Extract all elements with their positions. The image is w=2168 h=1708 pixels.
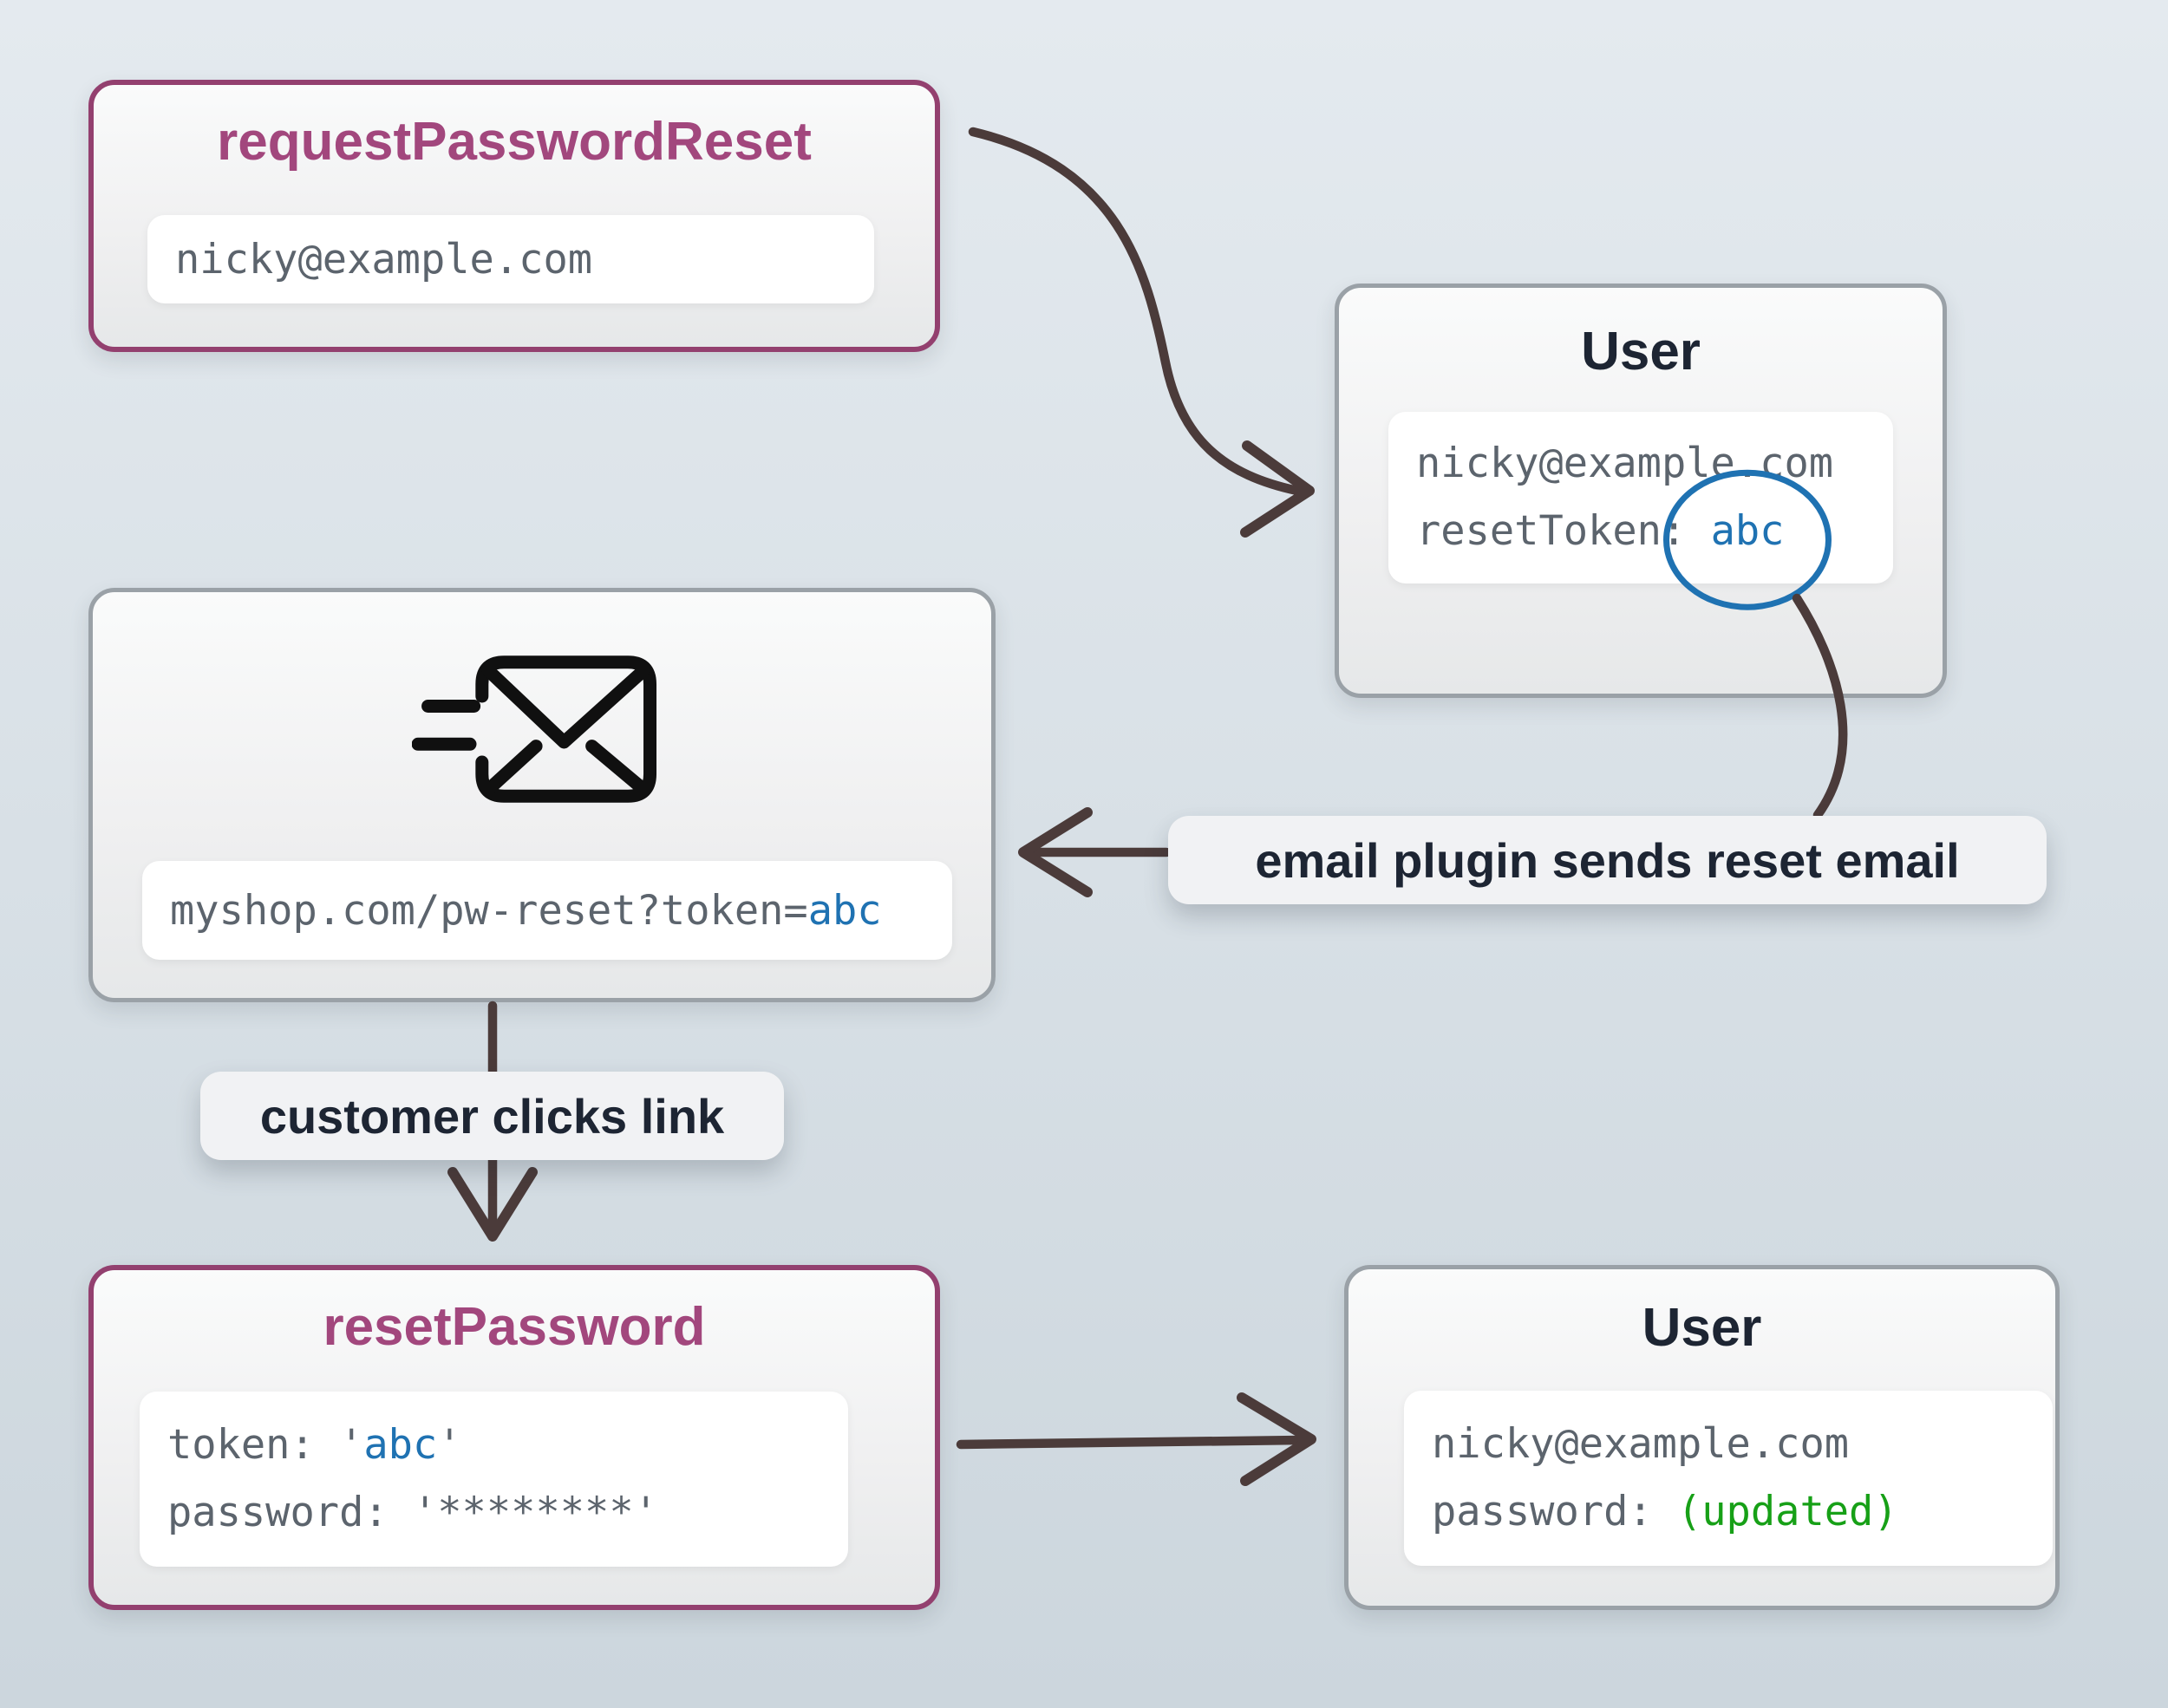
user-bottom-title: User xyxy=(1642,1298,1762,1358)
arrow-reset-to-user xyxy=(956,1435,1306,1450)
reset-url-prefix: myshop.com/pw-reset?token= xyxy=(170,886,808,935)
user-top-email-value: nicky@example.com xyxy=(1416,440,1834,487)
password-arg-line: password: '********' xyxy=(167,1479,848,1547)
email-plugin-annotation: email plugin sends reset email xyxy=(1168,816,2047,904)
token-open-quote: ' xyxy=(339,1421,364,1469)
reset-link-field: myshop.com/pw-reset?token=abc xyxy=(142,861,952,960)
token-arg-line: token: 'abc' xyxy=(167,1411,848,1479)
reset-link-url: myshop.com/pw-reset?token=abc xyxy=(170,887,952,935)
user-bottom-email-value: nicky@example.com xyxy=(1432,1420,1850,1468)
reset-email-box: myshop.com/pw-reset?token=abc xyxy=(88,588,996,1002)
reset-password-title: resetPassword xyxy=(323,1297,706,1357)
envelope-crease-right xyxy=(585,740,649,795)
envelope-crease-left xyxy=(483,740,543,795)
user-bottom-password-line: password: (updated) xyxy=(1432,1478,2053,1546)
password-arg-label: password: xyxy=(167,1489,413,1536)
envelope-flap xyxy=(481,663,651,749)
token-highlight-circle xyxy=(1663,469,1832,610)
customer-clicks-annotation: customer clicks link xyxy=(200,1072,784,1160)
reset-token-label: resetToken: xyxy=(1416,507,1711,555)
user-record-bottom-box: User nicky@example.com password: (update… xyxy=(1344,1265,2060,1610)
arrow-request-to-user xyxy=(968,127,1303,496)
token-close-quote: ' xyxy=(437,1421,462,1469)
request-email-field: nicky@example.com xyxy=(147,215,874,303)
arrow-email-to-reset-head xyxy=(447,1167,538,1242)
request-password-reset-title: requestPasswordReset xyxy=(217,112,812,172)
send-email-icon xyxy=(412,655,657,803)
token-arg-label: token: xyxy=(167,1421,340,1469)
user-top-title: User xyxy=(1581,322,1701,381)
user-password-value: (updated) xyxy=(1676,1488,1898,1535)
token-highlight: abc xyxy=(1663,469,1832,610)
arrow-request-to-user-head xyxy=(1240,440,1315,538)
token-arg-value: abc xyxy=(363,1421,438,1469)
user-top-record-field: nicky@example.com resetToken: abc xyxy=(1388,412,1893,610)
arrow-annotation-to-email-head xyxy=(1018,807,1093,897)
reset-url-token: abc xyxy=(807,886,882,935)
reset-password-box: resetPassword token: 'abc' password: '**… xyxy=(88,1265,940,1610)
password-arg-value: '********' xyxy=(412,1489,658,1536)
request-email-value: nicky@example.com xyxy=(175,235,593,284)
arrow-reset-to-user-head xyxy=(1237,1392,1316,1486)
request-password-reset-box: requestPasswordReset nicky@example.com xyxy=(88,80,940,352)
user-bottom-record-field: nicky@example.com password: (updated) xyxy=(1404,1391,2053,1566)
user-record-top-box: User nicky@example.com resetToken: abc xyxy=(1335,284,1947,698)
reset-password-args-field: token: 'abc' password: '********' xyxy=(140,1392,848,1567)
user-top-token-line: resetToken: abc xyxy=(1416,469,1893,610)
user-password-label: password: xyxy=(1432,1488,1677,1535)
